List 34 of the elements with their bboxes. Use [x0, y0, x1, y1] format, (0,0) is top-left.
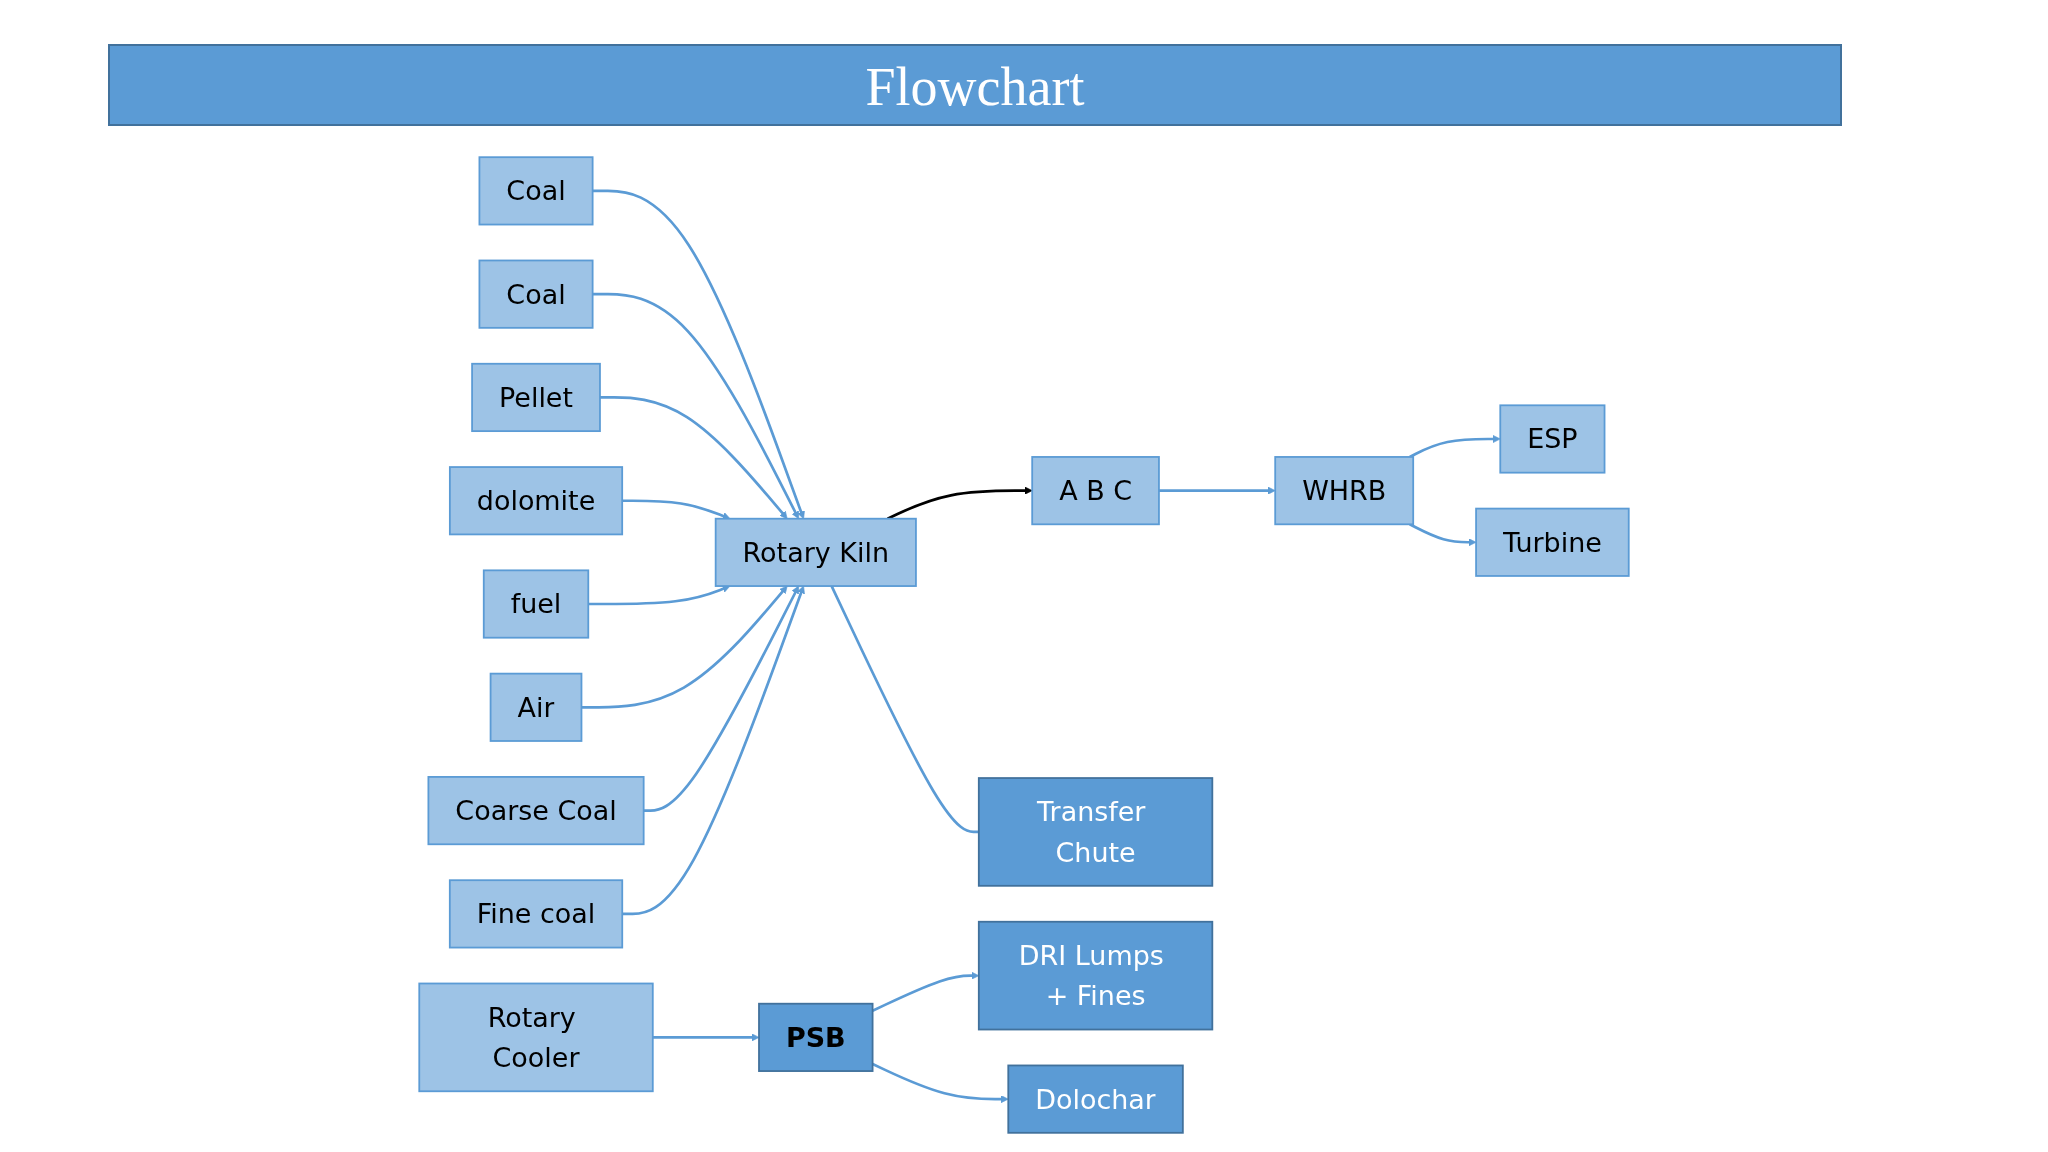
- arrow: [588, 585, 731, 606]
- arrow: [1409, 435, 1501, 459]
- arrow: [622, 499, 731, 520]
- node-box: Transfer Chute: [977, 777, 1214, 887]
- node-box: Coal: [478, 156, 594, 226]
- arrow: [652, 1033, 760, 1042]
- node-box: A B C: [1031, 456, 1160, 526]
- node-box: Fine coal: [448, 879, 624, 949]
- node-box: Rotary Kiln: [714, 517, 917, 587]
- node-box: dolomite: [448, 466, 624, 536]
- node-box: Coal: [478, 259, 594, 329]
- node-box: WHRB: [1274, 456, 1415, 526]
- arrow: [887, 486, 1033, 520]
- title-banner: Flowchart: [108, 44, 1842, 126]
- arrow: [643, 585, 799, 812]
- arrow: [599, 396, 788, 520]
- arrow: [592, 292, 799, 520]
- node-box: Coarse Coal: [427, 776, 645, 846]
- connector: [830, 585, 979, 834]
- node-box: ESP: [1499, 404, 1606, 474]
- arrow: [581, 585, 788, 709]
- node-box: Dolochar: [1007, 1064, 1184, 1134]
- arrow: [622, 585, 805, 916]
- arrow: [592, 189, 805, 520]
- node-box: DRI Lumps + Fines: [977, 920, 1214, 1031]
- node-box: Pellet: [471, 362, 601, 432]
- node-box: fuel: [482, 569, 590, 639]
- node-box: Air: [489, 672, 583, 742]
- arrow: [1158, 486, 1276, 495]
- arrow: [872, 1062, 1009, 1104]
- node-box: Rotary Cooler: [418, 982, 654, 1093]
- arrow: [1409, 523, 1477, 547]
- node-box: PSB: [758, 1002, 874, 1072]
- node-box: Turbine: [1475, 507, 1630, 577]
